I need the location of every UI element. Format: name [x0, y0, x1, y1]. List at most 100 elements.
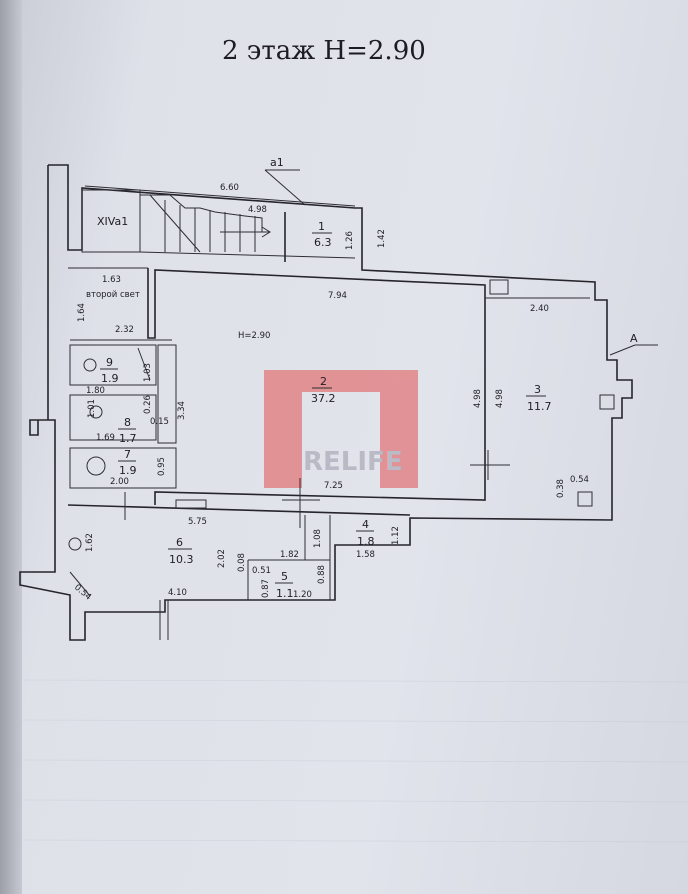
- watermark-bar-top: [302, 370, 380, 392]
- toilet-icon: [83, 358, 97, 372]
- dim-r3-height: 4.98: [495, 389, 505, 408]
- dim-r3-col-w: 0.54: [570, 475, 589, 485]
- basin-icon: [68, 537, 82, 551]
- hall-outline: [147, 268, 486, 505]
- room7-box: [69, 447, 177, 489]
- stair-bottom-wall: [139, 251, 356, 259]
- dim-r6-height: 1.62: [85, 533, 95, 552]
- watermark-bar-right: [380, 370, 418, 488]
- room-labels: 1 6.3 2 37.2 3 11.7 4 1.8 5 1.1 6 10.3 7…: [86, 220, 552, 600]
- dim-r5-right: 0.88: [317, 565, 327, 584]
- rule-line-4: [21, 799, 688, 803]
- dim-r3-top: 2.40: [530, 304, 549, 314]
- room3-vent: [489, 279, 509, 295]
- section-marker-label: а1: [270, 156, 284, 169]
- room-2-walls: [68, 267, 510, 505]
- rule-line-1: [21, 679, 688, 683]
- ceiling-height-label: H=2.90: [238, 331, 270, 341]
- axis-marker-label: А: [630, 332, 638, 345]
- watermark-logo: RELIFE: [264, 370, 418, 488]
- room-5-number: 5: [281, 570, 288, 583]
- dim-void-height: 1.64: [77, 303, 87, 322]
- outer-pilaster: [599, 394, 615, 410]
- stair-block: XIVa1: [81, 185, 356, 259]
- dim-r4-right: 1.12: [391, 526, 401, 545]
- watermark-text: RELIFE: [303, 447, 403, 477]
- stair-shaft: [81, 189, 141, 253]
- room-1-area: 6.3: [314, 236, 332, 249]
- dim-r7-height: 0.95: [157, 457, 167, 476]
- wet-rooms: [69, 344, 177, 489]
- stair-arrow-head: [261, 226, 271, 238]
- dim-r4-width: 1.58: [356, 550, 375, 560]
- room-6-area: 10.3: [169, 553, 194, 566]
- dim-r6-right: 2.02: [217, 549, 227, 568]
- room6-door: [175, 499, 207, 509]
- dim-r9-height: 1.03: [143, 363, 153, 382]
- rule-line-3: [21, 759, 688, 763]
- room-7-number: 7: [124, 448, 131, 461]
- second-light-label: второй свет: [86, 290, 140, 300]
- dim-void-bottom: 2.32: [115, 325, 134, 335]
- room-7-area: 1.9: [119, 464, 137, 477]
- rule-line-2: [21, 719, 688, 723]
- room6-top-wall: [67, 504, 411, 516]
- dim-r6-bottom: 4.10: [168, 588, 187, 598]
- room9-box: [69, 344, 157, 386]
- dim-r1-side: 1.42: [377, 229, 387, 248]
- room-5-area: 1.1: [276, 587, 294, 600]
- page-binding: [0, 0, 22, 894]
- room-8-number: 8: [124, 416, 131, 429]
- dim-r2-height: 4.98: [473, 389, 483, 408]
- room-8-area: 1.7: [119, 432, 137, 445]
- corner-chamfer: [69, 571, 91, 597]
- room-3-walls: [485, 279, 615, 507]
- sink-icon: [89, 405, 103, 419]
- dim-r8-width: 1.69: [96, 433, 115, 443]
- stair-dimension-line: [84, 185, 356, 207]
- dim-stack-height: 3.34: [177, 401, 187, 420]
- room-3-number: 3: [534, 383, 541, 396]
- room-2-area: 37.2: [311, 392, 336, 405]
- room-4-area: 1.8: [357, 535, 375, 548]
- dim-r9-width: 1.80: [86, 386, 105, 396]
- dim-void-width: 1.63: [102, 275, 121, 285]
- floor-title: 2 этаж Н=2.90: [222, 36, 426, 66]
- dim-r8-height: 1.01: [87, 399, 97, 418]
- dim-stair-inner: 4.98: [248, 205, 267, 215]
- dim-r5-left: 0.87: [261, 579, 271, 598]
- dim-r2-bottom: 7.25: [324, 481, 343, 491]
- dim-stair-top: 6.60: [220, 183, 239, 193]
- dim-r1-height: 1.26: [345, 231, 355, 250]
- dim-r5-a: 0.08: [237, 553, 247, 572]
- building-outline: [19, 164, 633, 641]
- room-4-number: 4: [362, 518, 369, 531]
- outer-walls: [19, 164, 633, 641]
- dim-r8-b: 0.15: [150, 417, 169, 427]
- room-1-number: 1: [318, 220, 325, 233]
- dim-r5-top: 1.82: [280, 550, 299, 560]
- dim-r5-b: 0.51: [252, 566, 271, 576]
- dim-r6-corner: 0.54: [72, 583, 93, 603]
- shower-icon: [86, 456, 106, 476]
- dim-r8-a: 0.26: [143, 395, 153, 414]
- dim-r7-width: 2.00: [110, 477, 129, 487]
- room-3-area: 11.7: [527, 400, 552, 413]
- room-6-number: 6: [176, 536, 183, 549]
- axis-marker-line: [609, 344, 636, 356]
- dim-r2-top: 7.94: [328, 291, 347, 301]
- section-marker-line: [264, 169, 306, 206]
- watermark-bar-left: [264, 370, 302, 488]
- room-2-number: 2: [320, 375, 327, 388]
- stair-diagonal: [149, 194, 201, 253]
- room3-column: [577, 491, 593, 507]
- dim-r5-width: 1.20: [293, 590, 312, 600]
- stair-code-label: XIVa1: [97, 215, 128, 228]
- dim-r6-top: 5.75: [188, 517, 207, 527]
- dim-r3-col-h: 0.38: [556, 479, 566, 498]
- dim-r4-left: 1.08: [313, 529, 323, 548]
- paper-ruling: [21, 679, 688, 843]
- stair-treads-top: [140, 194, 263, 232]
